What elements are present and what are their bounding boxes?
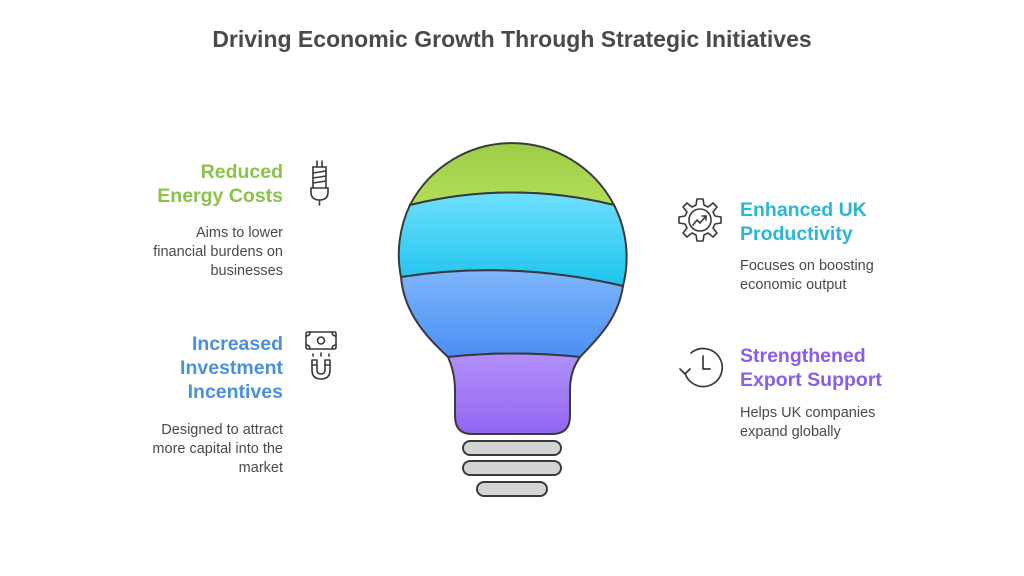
bulb-section-investment	[399, 269, 625, 359]
bulb-base-ring	[476, 481, 548, 497]
desc-reduced-energy-costs: Aims to lower financial burdens on busin…	[153, 225, 283, 279]
desc-strengthened-export: Helps UK companies expand globally	[740, 405, 876, 440]
desc-increased-investment: Designed to attract more capital into th…	[152, 422, 283, 476]
bulb-section-export	[446, 352, 582, 435]
clock-arrow-icon	[679, 347, 724, 388]
bulb-base-ring	[462, 460, 562, 476]
heading-reduced-energy-costs: Reduced Energy Costs	[157, 161, 283, 207]
heading-enhanced-productivity: Enhanced UK Productivity	[740, 199, 867, 245]
diagram-title: Driving Economic Growth Through Strategi…	[212, 26, 812, 52]
heading-increased-investment: Increased Investment Incentives	[180, 333, 283, 403]
heading-strengthened-export: Strengthened Export Support	[740, 345, 882, 391]
bulb-base-ring	[462, 440, 562, 456]
lightbulb-plug-icon	[310, 160, 329, 206]
gear-chart-icon	[678, 198, 722, 242]
desc-enhanced-productivity: Focuses on boosting economic output	[740, 258, 874, 293]
money-magnet-icon	[305, 331, 337, 380]
